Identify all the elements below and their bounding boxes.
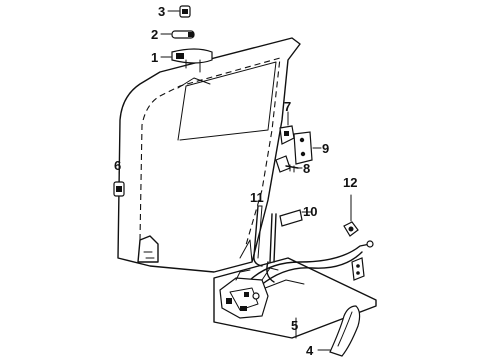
- callout-4: 4: [306, 343, 314, 358]
- lock-cables: [249, 240, 374, 291]
- part-4-handle-cover: [317, 305, 361, 357]
- callout-2: 2: [151, 27, 158, 42]
- callout-7: 7: [284, 99, 291, 114]
- part-6-bumper: [113, 171, 125, 197]
- part-12-clip: [343, 194, 359, 237]
- part-8-bolt: [275, 155, 303, 173]
- part-5-lock-assembly: [213, 257, 377, 339]
- part-10-inside-handle: [266, 209, 313, 283]
- bracket-right: [351, 257, 365, 281]
- callout-5: 5: [291, 318, 298, 333]
- door-panel: [117, 37, 301, 273]
- callout-labels: 3 2 1 6 7 9 8 12 11 10 5 4: [114, 4, 357, 358]
- callout-3: 3: [158, 4, 165, 19]
- callout-9: 9: [322, 141, 329, 156]
- callout-12: 12: [343, 175, 357, 190]
- part-7-striker: [279, 111, 295, 145]
- callout-1: 1: [151, 50, 158, 65]
- callout-11: 11: [250, 190, 264, 205]
- part-9-striker-plate: [293, 131, 322, 165]
- callout-6: 6: [114, 158, 121, 173]
- part-3-clip: [167, 5, 191, 18]
- part-1-outside-handle: [160, 48, 213, 73]
- callout-8: 8: [303, 161, 310, 176]
- callout-10: 10: [303, 204, 317, 219]
- part-2-rod: [160, 30, 195, 39]
